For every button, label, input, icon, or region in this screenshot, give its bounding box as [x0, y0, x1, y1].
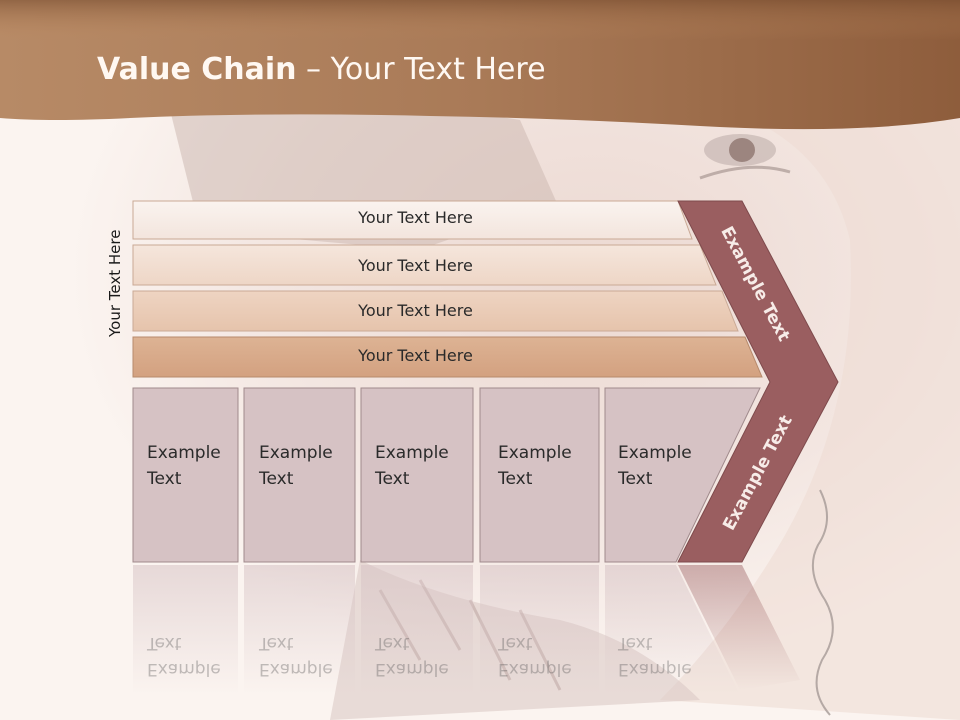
reflection-box-5: Example Text — [618, 630, 692, 682]
reflection-line2: Text — [259, 633, 294, 653]
box-line1: Example — [375, 443, 449, 463]
row-label-1: Your Text Here — [358, 208, 473, 227]
reflection-line1: Example — [259, 659, 333, 679]
reflection-box-3: Example Text — [375, 630, 449, 682]
box-line1: Example — [259, 443, 333, 463]
activity-box-3: Example Text — [375, 440, 449, 492]
reflection-line2: Text — [147, 633, 182, 653]
slide-title: Value Chain – Your Text Here — [97, 52, 546, 87]
title-rest: – Your Text Here — [296, 52, 546, 87]
row-label-4: Your Text Here — [358, 346, 473, 365]
title-bold: Value Chain — [97, 52, 297, 87]
reflection-line2: Text — [375, 633, 410, 653]
reflection-line1: Example — [618, 659, 692, 679]
box-line2: Text — [618, 469, 653, 489]
support-activities-label: Your Text Here — [106, 229, 124, 337]
box-line2: Text — [375, 469, 410, 489]
row-label-2: Your Text Here — [358, 256, 473, 275]
box-line1: Example — [147, 443, 221, 463]
activity-box-1: Example Text — [147, 440, 221, 492]
box-line1: Example — [498, 443, 572, 463]
activity-box-4: Example Text — [498, 440, 572, 492]
reflection-box-2: Example Text — [259, 630, 333, 682]
activity-box-5: Example Text — [618, 440, 692, 492]
box-line2: Text — [498, 469, 533, 489]
reflection-line1: Example — [375, 659, 449, 679]
activity-box-2: Example Text — [259, 440, 333, 492]
reflection-line1: Example — [147, 659, 221, 679]
reflection-line2: Text — [618, 633, 653, 653]
reflection-line1: Example — [498, 659, 572, 679]
reflection-box-4: Example Text — [498, 630, 572, 682]
reflection-box-1: Example Text — [147, 630, 221, 682]
reflection-line2: Text — [498, 633, 533, 653]
row-label-3: Your Text Here — [358, 301, 473, 320]
box-line2: Text — [259, 469, 294, 489]
box-line2: Text — [147, 469, 182, 489]
box-line1: Example — [618, 443, 692, 463]
